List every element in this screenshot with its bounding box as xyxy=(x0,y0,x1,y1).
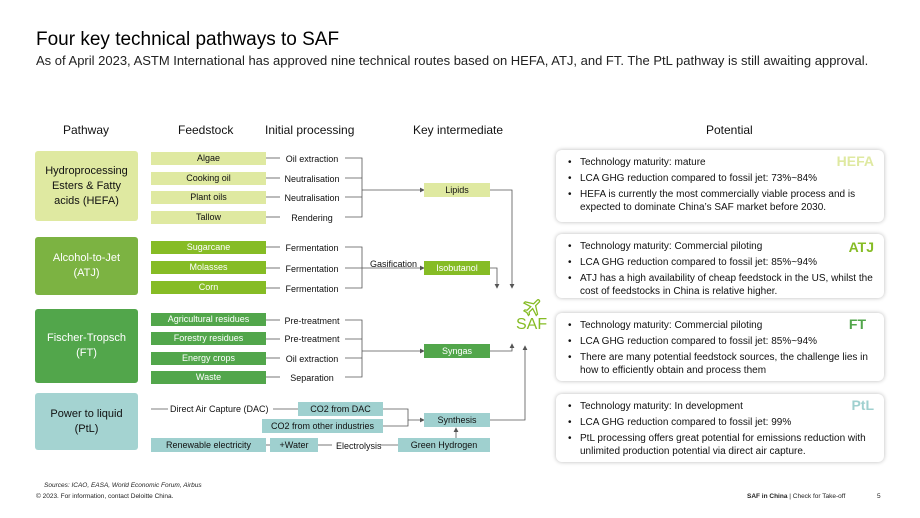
feedstock-energy-crops: Energy crops xyxy=(151,352,266,365)
gasification-label: Gasification xyxy=(370,259,418,269)
feedstock-forestry-residues: Forestry residues xyxy=(151,332,266,345)
intermediate-syngas: Syngas xyxy=(424,344,490,358)
card-bullet: LCA GHG reduction compared to fossil jet… xyxy=(566,172,874,185)
process-oil-extraction: Oil extraction xyxy=(285,154,339,164)
intermediate-isobutanol: Isobutanol xyxy=(424,261,490,275)
feedstock-plant-oils: Plant oils xyxy=(151,191,266,204)
water-input: +Water xyxy=(270,438,318,452)
card-bullet: LCA GHG reduction compared to fossil jet… xyxy=(566,416,874,429)
process-separation: Separation xyxy=(290,373,334,383)
column-header-potential: Potential xyxy=(706,123,753,137)
process-neutralisation: Neutralisation xyxy=(284,193,340,203)
process-pre-treatment: Pre-treatment xyxy=(284,316,340,326)
card-bullet: LCA GHG reduction compared to fossil jet… xyxy=(566,335,874,348)
card-bullet: LCA GHG reduction compared to fossil jet… xyxy=(566,256,874,269)
card-bullet: HEFA is currently the most commercially … xyxy=(566,188,874,214)
process-pre-treatment: Pre-treatment xyxy=(284,334,340,344)
potential-card-ptl: PtL Technology maturity: In development … xyxy=(556,394,884,462)
intermediate-lipids: Lipids xyxy=(424,183,490,197)
card-bullet: PtL processing offers great potential fo… xyxy=(566,432,874,458)
column-header-feedstock: Feedstock xyxy=(178,123,234,137)
card-bullet: Technology maturity: mature xyxy=(566,156,874,169)
airplane-icon xyxy=(521,296,545,318)
footer-copyright: © 2023. For information, contact Deloitt… xyxy=(36,493,174,500)
feedstock-corn: Corn xyxy=(151,281,266,294)
pathway-ptl: Power to liquid (PtL) xyxy=(35,393,138,450)
electrolysis-label: Electrolysis xyxy=(336,441,382,451)
footer-brand-suffix: | Check for Take-off xyxy=(787,493,846,500)
column-header-initial-processing: Initial processing xyxy=(265,123,355,137)
green-hydrogen: Green Hydrogen xyxy=(398,438,490,452)
potential-card-hefa: HEFA Technology maturity: mature LCA GHG… xyxy=(556,150,884,222)
card-bullet: Technology maturity: Commercial piloting xyxy=(566,240,874,253)
feedstock-waste: Waste xyxy=(151,371,266,384)
card-bullet: ATJ has a high availability of cheap fee… xyxy=(566,272,874,298)
process-fermentation: Fermentation xyxy=(285,284,339,294)
footer-sources: Sources: ICAO, EASA, World Economic Foru… xyxy=(44,482,202,489)
pathway-atj: Alcohol-to-Jet (ATJ) xyxy=(35,237,138,295)
feedstock-molasses: Molasses xyxy=(151,261,266,274)
pathway-hefa: Hydroprocessing Esters & Fatty acids (HE… xyxy=(35,151,138,221)
co2-from-other-industries: CO2 from other industries xyxy=(262,419,383,433)
process-neutralisation: Neutralisation xyxy=(284,174,340,184)
card-bullet: Technology maturity: In development xyxy=(566,400,874,413)
renewable-electricity: Renewable electricity xyxy=(151,438,266,452)
feedstock-agricultural-residues: Agricultural residues xyxy=(151,313,266,326)
page-title: Four key technical pathways to SAF xyxy=(36,29,340,50)
footer-brand-name: SAF in China xyxy=(747,493,788,500)
feedstock-tallow: Tallow xyxy=(151,211,266,224)
process-oil-extraction: Oil extraction xyxy=(285,354,339,364)
process-fermentation: Fermentation xyxy=(285,264,339,274)
column-header-key-intermediate: Key intermediate xyxy=(413,123,504,137)
process-fermentation: Fermentation xyxy=(285,243,339,253)
potential-card-ft: FT Technology maturity: Commercial pilot… xyxy=(556,313,884,381)
process-rendering: Rendering xyxy=(291,213,333,223)
potential-card-atj: ATJ Technology maturity: Commercial pilo… xyxy=(556,234,884,298)
pathway-ft: Fischer-Tropsch (FT) xyxy=(35,309,138,383)
feedstock-cooking-oil: Cooking oil xyxy=(151,172,266,185)
column-header-pathway: Pathway xyxy=(63,123,110,137)
feedstock-sugarcane: Sugarcane xyxy=(151,241,266,254)
card-bullet: Technology maturity: Commercial piloting xyxy=(566,319,874,332)
page-subtitle: As of April 2023, ASTM International has… xyxy=(36,53,869,68)
feedstock-algae: Algae xyxy=(151,152,266,165)
intermediate-synthesis: Synthesis xyxy=(424,413,490,427)
dac-label: Direct Air Capture (DAC) xyxy=(170,404,269,414)
page-number: 5 xyxy=(877,493,881,500)
card-bullet: There are many potential feedstock sourc… xyxy=(566,351,874,377)
saf-label: SAF xyxy=(516,316,548,333)
footer-brand: SAF in China | Check for Take-off xyxy=(747,493,845,500)
co2-from-dac: CO2 from DAC xyxy=(298,402,383,416)
